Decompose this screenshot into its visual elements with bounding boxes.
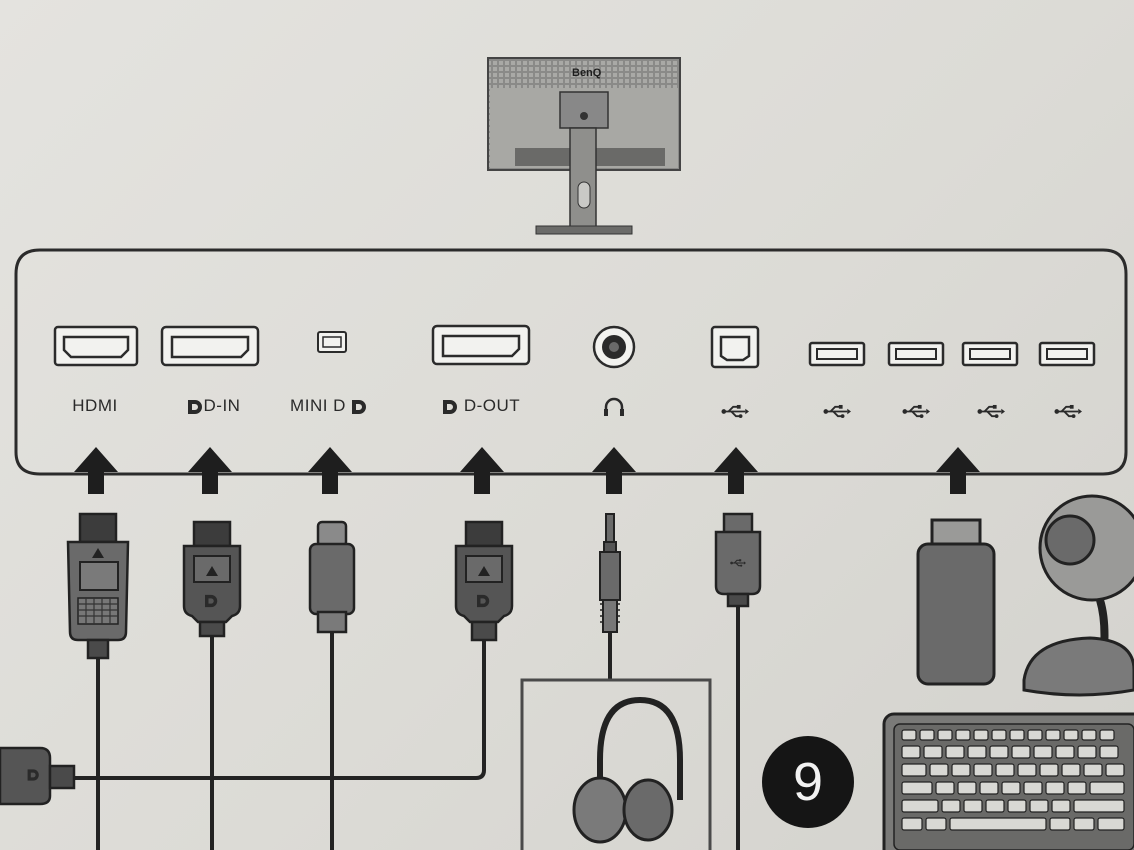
port-label-hdmi: HDMI [72,396,118,415]
displayport-icon [352,400,366,414]
usb-a-port-2 [887,341,945,367]
hdmi-port [53,325,139,367]
usb-a-port-4 [1038,341,1096,367]
usb-c-cable-connector [308,520,356,634]
brand-logo: BenQ [572,67,602,79]
hdmi-cable-connector [66,512,130,660]
audio-jack-port [592,325,636,369]
displayport-in-port [160,325,260,367]
keyboard-illustration [882,712,1134,850]
webcam-illustration [1022,494,1134,697]
port-label-mini-dp: MINI D [290,396,346,415]
usb-icon [977,404,1005,419]
partial-displayport-connector [0,746,76,806]
audio-cable-plug [599,513,621,633]
port-panel-outline [14,248,1128,476]
usb-a-port-3 [961,341,1019,367]
headphones-illustration [520,678,712,850]
usb-icon [721,404,749,419]
headphone-icon [604,397,624,416]
displayport-icon [443,400,457,414]
arrows [74,447,980,494]
arrow-up [188,447,232,494]
usb-icon [902,404,930,419]
usb-icon [1054,404,1082,419]
arrow-up [714,447,758,494]
arrow-up [460,447,504,494]
usb-icon [823,404,851,419]
monitor-rear-illustration [487,57,681,235]
arrow-up [74,447,118,494]
step-number-badge: 9 [762,736,854,828]
arrow-up [308,447,352,494]
port-label-dp-out: D-OUT [463,396,521,415]
port-label-dp-in: D-IN [203,396,241,415]
mini-displayport-port [317,331,347,353]
cables [50,606,740,850]
displayport-icon [188,400,202,414]
displayport-out-port [431,324,531,366]
usb-flash-drive-illustration [916,518,996,686]
displayport-in-cable-connector [182,520,242,638]
arrow-up [936,447,980,494]
usb-a-port-1 [808,341,866,367]
usb-b-upstream-port [710,325,760,369]
displayport-out-cable-connector [454,520,514,642]
arrow-up [592,447,636,494]
